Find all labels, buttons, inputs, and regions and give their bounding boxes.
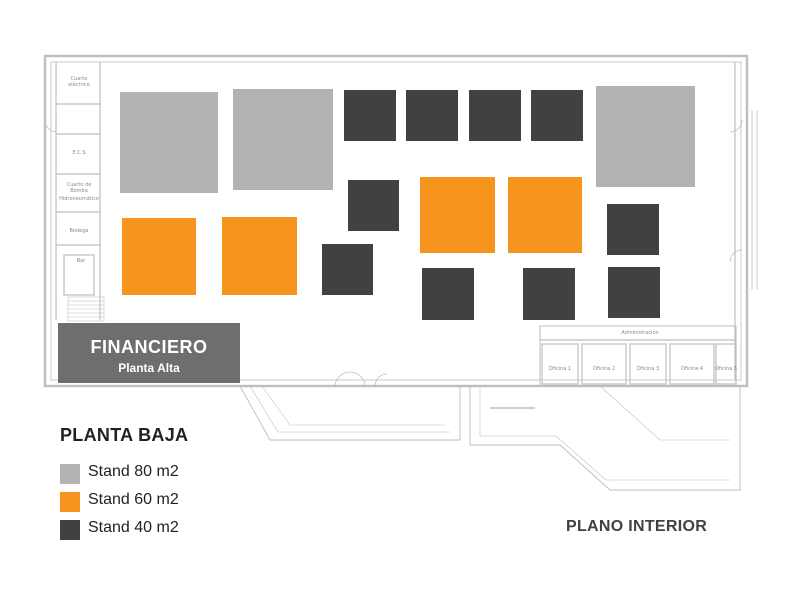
banner-title: FINANCIERO bbox=[90, 337, 208, 357]
room-administracion: Administracion bbox=[621, 330, 659, 336]
room-cuarto-electrico: Cuarto eléctrico bbox=[68, 76, 90, 88]
room-bar: Bar bbox=[76, 258, 86, 264]
room-oficina-3: Oficina 3 bbox=[636, 366, 660, 372]
stand-s60-2[interactable] bbox=[222, 217, 297, 295]
legend-label-60: Stand 60 m2 bbox=[88, 491, 179, 508]
stand-s40-5[interactable] bbox=[348, 180, 399, 231]
stand-s40-4[interactable] bbox=[531, 90, 583, 141]
room-hidroneumatico: Hidroneumático bbox=[59, 196, 99, 202]
room-cuarto-bomba: Cuarto de Bomba bbox=[66, 182, 92, 194]
stairs bbox=[67, 296, 105, 322]
stand-s80-3[interactable] bbox=[596, 86, 695, 187]
stand-s40-2[interactable] bbox=[406, 90, 458, 141]
stand-s60-4[interactable] bbox=[508, 177, 582, 253]
stand-s40-1[interactable] bbox=[344, 90, 396, 141]
stand-s40-9[interactable] bbox=[607, 204, 659, 255]
stand-s40-8[interactable] bbox=[523, 268, 575, 320]
legend-label-80: Stand 80 m2 bbox=[88, 463, 179, 480]
plano-interior-label: PLANO INTERIOR bbox=[566, 518, 708, 535]
stand-s40-7[interactable] bbox=[422, 268, 474, 320]
legend-swatch-80 bbox=[60, 464, 80, 484]
stand-s60-1[interactable] bbox=[122, 218, 196, 295]
building-walls bbox=[43, 54, 758, 491]
stand-s80-1[interactable] bbox=[120, 92, 218, 193]
room-ecs: E.C.S bbox=[72, 150, 86, 156]
room-bodega: Bodega bbox=[69, 228, 89, 234]
room-oficina-4: Oficina 4 bbox=[680, 366, 704, 372]
legend-swatch-60 bbox=[60, 492, 80, 512]
banner-subtitle: Planta Alta bbox=[118, 361, 180, 375]
room-oficina-5: Oficina 5 bbox=[714, 366, 738, 372]
floor-heading: PLANTA BAJA bbox=[60, 425, 189, 445]
stand-s40-6[interactable] bbox=[322, 244, 373, 295]
room-oficina-1: Oficina 1 bbox=[548, 366, 572, 372]
stand-s80-2[interactable] bbox=[233, 89, 333, 190]
stand-s40-3[interactable] bbox=[469, 90, 521, 141]
stand-s40-10[interactable] bbox=[608, 267, 660, 318]
financiero-banner[interactable]: FINANCIERO Planta Alta bbox=[58, 323, 240, 383]
stands-layer bbox=[120, 86, 695, 320]
legend-swatch-40 bbox=[60, 520, 80, 540]
room-oficina-2: Oficina 2 bbox=[592, 366, 616, 372]
stand-s60-3[interactable] bbox=[420, 177, 495, 253]
legend-label-40: Stand 40 m2 bbox=[88, 519, 179, 536]
